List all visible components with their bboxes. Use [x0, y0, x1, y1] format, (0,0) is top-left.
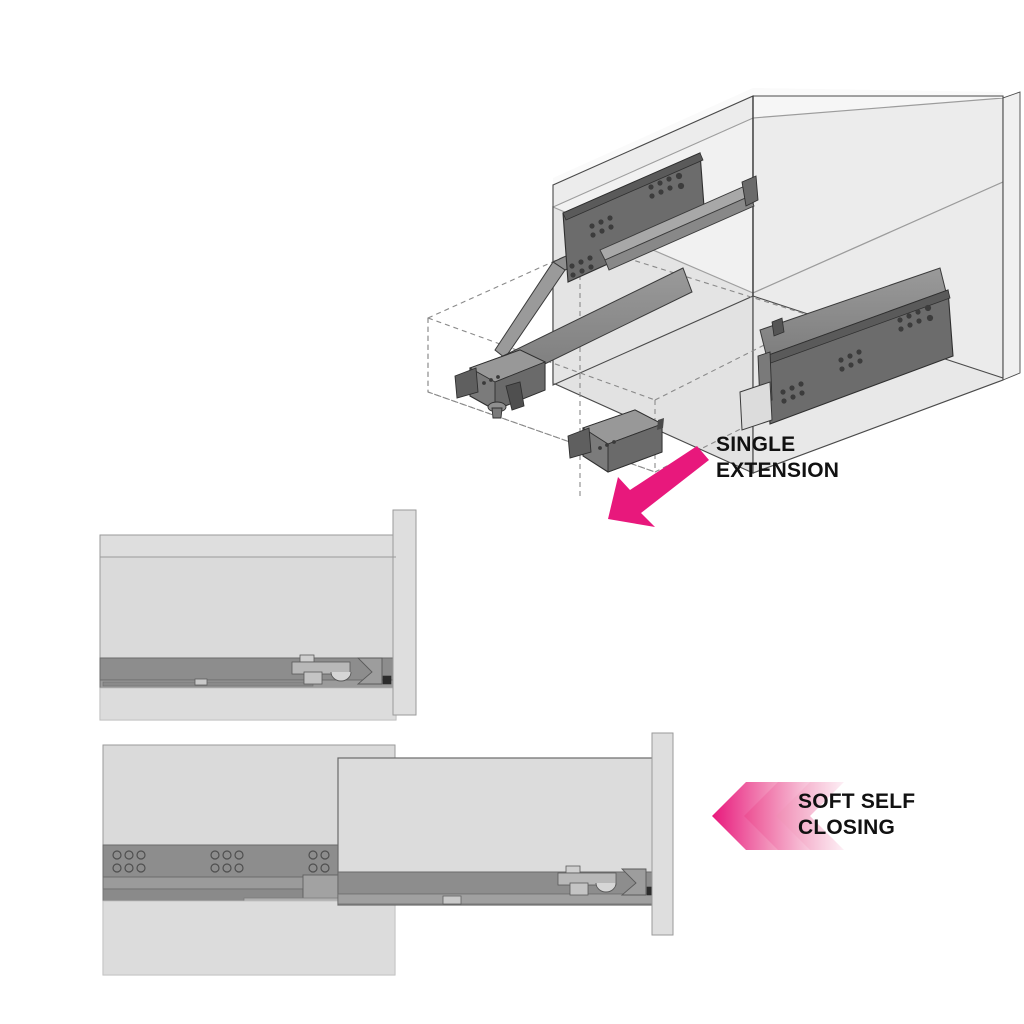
- lock-front-holes: [598, 440, 616, 450]
- lock-rear-hook: [505, 381, 525, 411]
- dowel-shaft: [491, 407, 503, 419]
- arrow-icon: [608, 446, 709, 527]
- lock-front-tab: [567, 427, 592, 459]
- closed-cabinet-bottom: [99, 687, 397, 721]
- dowel-peg: [487, 401, 507, 419]
- single-extension-arrow: [608, 446, 709, 527]
- isometric-view: WW: [427, 88, 1021, 500]
- closed-rail-inner-line: [102, 681, 314, 687]
- closed-rail-band: [99, 657, 397, 681]
- left-rail-inner-bar2: [604, 195, 755, 271]
- closed-front-panel: [392, 509, 417, 716]
- closed-latch-stop: [382, 675, 392, 685]
- open-latch-wedge: [620, 868, 647, 896]
- left-rail-inner-end: [741, 175, 759, 207]
- dash-diag2: [654, 317, 819, 401]
- chevron-icon-3: [776, 782, 844, 850]
- left-rail-hole-cluster-a: [648, 172, 685, 199]
- closed-latch-cam: [330, 671, 352, 682]
- right-rail-hole-cluster-b: [838, 349, 863, 372]
- lock-rear-tab: [454, 367, 479, 399]
- open-drawer-rail-lower: [337, 893, 657, 905]
- soft-self-closing-label: SOFT SELF CLOSING: [798, 790, 916, 839]
- soft-self-closing-chevrons: [712, 782, 844, 850]
- right-rail-hole-cluster-c: [780, 381, 805, 404]
- open-drawer-stop-block: [442, 895, 462, 905]
- lock-rear-holes: [482, 375, 500, 385]
- left-rail-mid: [494, 261, 566, 359]
- closed-cabinet-top-band: [99, 534, 397, 558]
- right-rail-mount-tab: [739, 381, 773, 431]
- section-view-closed: [99, 509, 417, 721]
- open-latch-roller-housing: [569, 882, 589, 896]
- lock-front-side: [607, 423, 663, 473]
- closed-latch-roller-housing: [303, 671, 323, 685]
- open-latch-tab: [565, 865, 581, 874]
- closed-latch-wedge: [356, 657, 383, 685]
- single-extension-label: SINGLE EXTENSION: [716, 433, 840, 482]
- open-cabinet-bottom: [102, 900, 396, 976]
- locking-device-rear: [454, 349, 547, 411]
- right-slide-rail: [739, 267, 954, 431]
- section-view-open: [102, 732, 674, 976]
- right-rail-hole-cluster-a: [897, 304, 934, 332]
- left-rail-hole-cluster-c: [569, 255, 594, 278]
- right-rail-clip: [771, 317, 785, 337]
- rail-reference-mark: [657, 418, 664, 430]
- open-latch-mechanism: [557, 865, 656, 896]
- open-latch-cam: [595, 882, 617, 893]
- locking-device-front: [567, 409, 664, 473]
- left-rail-hole-cluster-b: [589, 215, 614, 238]
- carcass-right-edge: [1002, 91, 1021, 381]
- left-rail-plate-top: [562, 152, 704, 221]
- open-front-panel: [651, 732, 674, 936]
- left-slide-rail: WW: [489, 152, 759, 387]
- closed-latch-mechanism: [291, 654, 392, 685]
- closed-latch-tab: [299, 654, 315, 663]
- closed-rail-stop-block: [194, 678, 208, 686]
